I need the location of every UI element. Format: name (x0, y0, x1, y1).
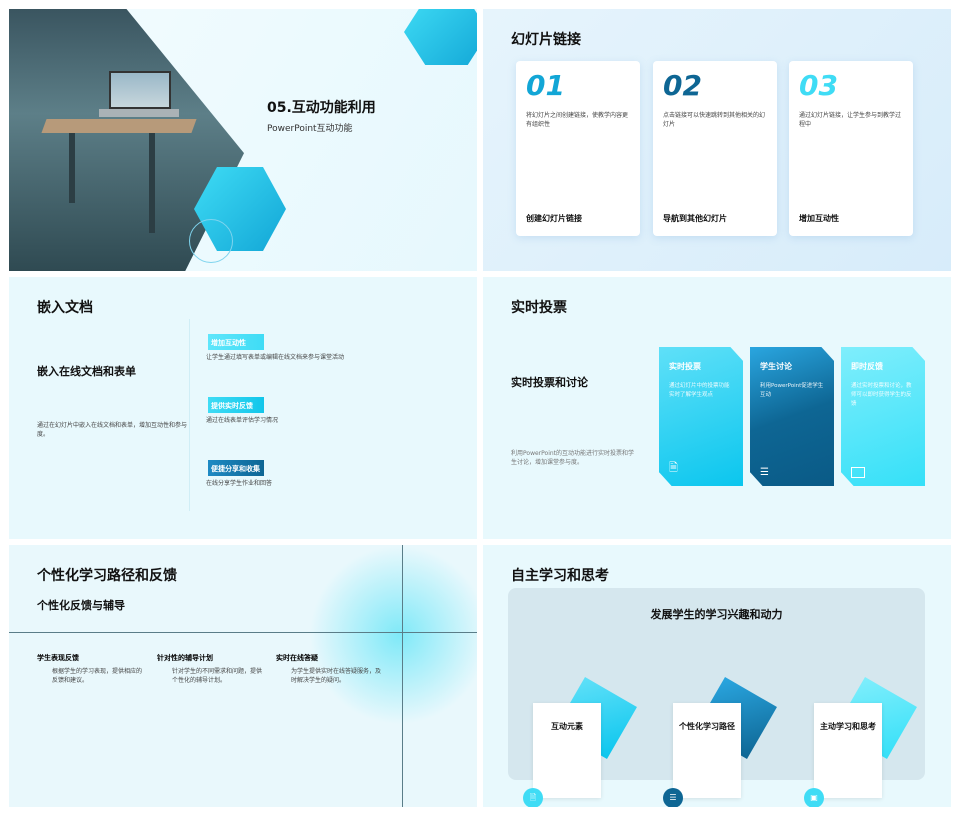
link-card: 03 通过幻灯片链接，让学生参与到教学过程中 增加互动性 (789, 61, 913, 236)
item-title: 实时在线答疑 (276, 654, 318, 662)
card-description: 将幻灯片之间创建链接，使教学内容更有组织性 (526, 112, 629, 128)
feature-card: 主动学习和思考 (814, 703, 882, 798)
horizontal-line (9, 632, 477, 633)
item-title: 针对性的辅导计划 (157, 654, 213, 662)
card-text: 利用PowerPoint促进学生互动 (760, 383, 824, 398)
link-card: 02 点击链接可以快速跳转到其他相关的幻灯片 导航到其他幻灯片 (653, 61, 777, 236)
hexagon-decoration (404, 9, 477, 65)
slide-1-thumbnail[interactable]: 05.互动功能利用 PowerPoint互动功能 (9, 9, 477, 271)
slide-6-thumbnail[interactable]: 自主学习和思考 发展学生的学习兴趣和动力 互动元素 🗎 个性化学习路径 ☰ 主动… (483, 545, 951, 807)
card-label: 导航到其他幻灯片 (663, 214, 727, 223)
card-number: 01 (526, 69, 565, 102)
feature-card: 个性化学习路径 (673, 703, 741, 798)
card-title: 即时反馈 (851, 362, 883, 371)
slide-title: 幻灯片链接 (511, 32, 581, 48)
feature-tag: 便捷分享和收集 (208, 460, 264, 476)
divider (189, 319, 190, 511)
image-icon (851, 467, 865, 478)
card-label: 创建幻灯片链接 (526, 214, 582, 223)
feature-text: 通过在线表单评估学习情况 (206, 417, 279, 424)
item-text: 针对学生的不同需求和问题，提供个性化的辅导计划。 (172, 668, 263, 684)
slide-4-thumbnail[interactable]: 实时投票 实时投票和讨论 利用PowerPoint的互动功能进行实时投票和学生讨… (483, 277, 951, 539)
file-icon: 🗎 (669, 461, 678, 474)
slide-description: 通过在幻灯片中嵌入在线文档和表单，增加互动性和参与度。 (37, 422, 188, 438)
feature-text: 在线分享学生作业和回答 (206, 480, 273, 487)
slide-description: 利用PowerPoint的互动功能进行实时投票和学生讨论，增加课堂参与度。 (511, 450, 635, 466)
card-title: 实时投票 (669, 362, 701, 371)
org-chart-icon: ☰ (663, 788, 683, 807)
link-card: 01 将幻灯片之间创建链接，使教学内容更有组织性 创建幻灯片链接 (516, 61, 640, 236)
glow-decoration (309, 545, 477, 725)
slide-heading: 嵌入在线文档和表单 (37, 365, 136, 378)
slide-title: 05.互动功能利用 (267, 100, 376, 116)
feature-card: 即时反馈 通过实时投票和讨论，教师可以即时获得学生的反馈 (841, 347, 925, 486)
slide-3-thumbnail[interactable]: 嵌入文档 嵌入在线文档和表单 通过在幻灯片中嵌入在线文档和表单，增加互动性和参与… (9, 277, 477, 539)
file-icon: 🗎 (523, 788, 543, 807)
org-chart-icon: ☰ (760, 467, 769, 478)
slide-subtitle: 个性化反馈与辅导 (37, 599, 125, 612)
card-text: 通过实时投票和讨论，教师可以即时获得学生的反馈 (851, 383, 912, 407)
image-icon: ▣ (804, 788, 824, 807)
card-number: 02 (663, 69, 702, 102)
feature-tag: 提供实时反馈 (208, 397, 264, 413)
content-panel: 发展学生的学习兴趣和动力 互动元素 🗎 个性化学习路径 ☰ 主动学习和思考 ▣ (508, 588, 925, 807)
circle-decoration (189, 219, 233, 263)
item-title: 学生表现反馈 (37, 654, 79, 662)
slide-title: 嵌入文档 (37, 300, 93, 316)
slide-5-thumbnail[interactable]: 个性化学习路径和反馈 个性化反馈与辅导 学生表现反馈 根据学生的学习表现，提供相… (9, 545, 477, 807)
feature-card: 学生讨论 利用PowerPoint促进学生互动 ☰ (750, 347, 834, 486)
slide-title: 自主学习和思考 (511, 568, 609, 584)
card-description: 通过幻灯片链接，让学生参与到教学过程中 (799, 112, 902, 128)
feature-card: 实时投票 通过幻灯片中的投票功能实时了解学生观点 🗎 (659, 347, 743, 486)
slide-title: 个性化学习路径和反馈 (37, 568, 177, 584)
card-text: 通过幻灯片中的投票功能实时了解学生观点 (669, 383, 730, 398)
card-label: 增加互动性 (799, 214, 839, 223)
slide-heading: 实时投票和讨论 (511, 376, 588, 389)
panel-heading: 发展学生的学习兴趣和动力 (650, 608, 783, 621)
slide-subtitle: PowerPoint互动功能 (267, 124, 353, 134)
slide-title: 实时投票 (511, 300, 567, 316)
card-title: 学生讨论 (760, 362, 792, 371)
feature-text: 让学生通过填写表单或编辑在线文档来参与课堂活动 (206, 354, 345, 361)
card-number: 03 (799, 69, 838, 102)
vertical-line (402, 545, 403, 807)
feature-tag: 增加互动性 (208, 334, 264, 350)
item-text: 为学生提供实时在线答疑服务，及时解决学生的疑问。 (291, 668, 382, 684)
slide-2-thumbnail[interactable]: 幻灯片链接 01 将幻灯片之间创建链接，使教学内容更有组织性 创建幻灯片链接 0… (483, 9, 951, 271)
feature-card: 互动元素 (533, 703, 601, 798)
item-text: 根据学生的学习表现，提供相应的反馈和建议。 (52, 668, 143, 684)
card-description: 点击链接可以快速跳转到其他相关的幻灯片 (663, 112, 766, 128)
